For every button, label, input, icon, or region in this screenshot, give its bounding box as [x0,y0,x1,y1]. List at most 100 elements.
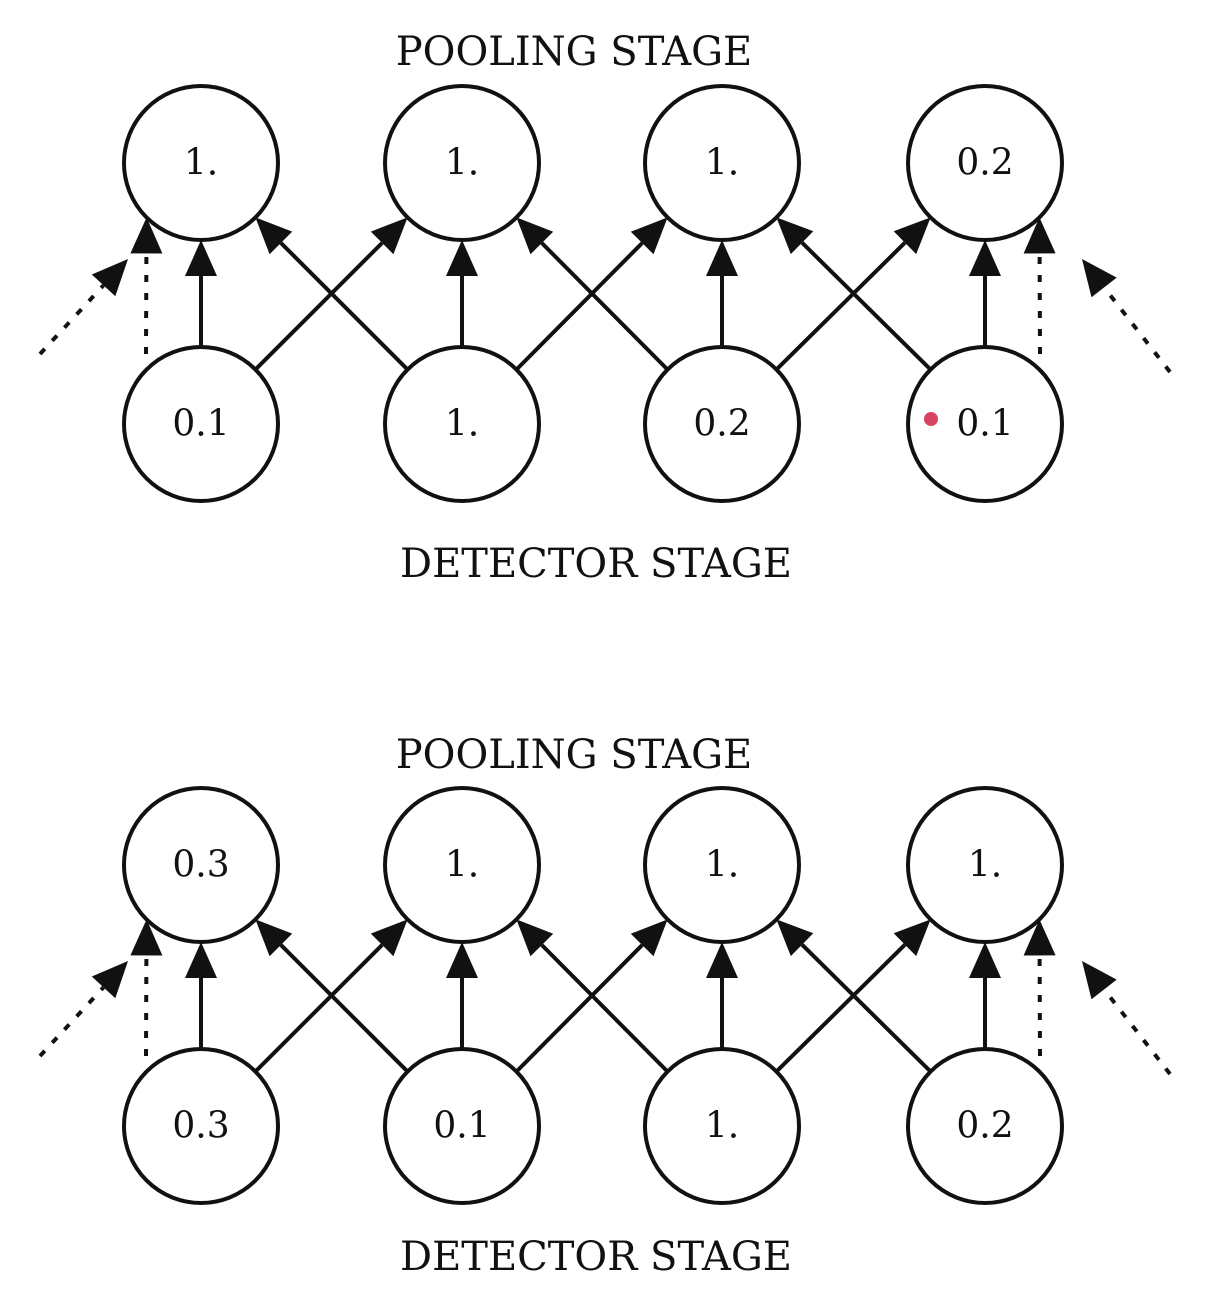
arrow-head [969,240,1001,276]
arrow-head [706,942,738,978]
arrow-head [255,217,293,255]
pooling-unit-2: 1. [383,786,541,944]
detector-stage-label: DETECTOR STAGE [400,541,792,587]
arrow-head [776,919,814,957]
edge-line [774,241,907,372]
detector-unit-4: 0.1 [906,345,1064,503]
edge-line [253,943,384,1074]
edge-line-dashed [1102,286,1172,374]
unit-value: 0.1 [956,404,1013,445]
arrow-head [130,919,163,956]
unit-circle [643,345,801,503]
unit-value: 0.2 [956,143,1013,184]
unit-value: 1. [705,845,739,886]
units-layer: 0.3 1. 1. 1. 0.3 0.1 1. 0.2 [122,786,1064,1205]
unit-circle [122,786,280,944]
arrow-head [185,942,217,978]
unit-value: 1. [184,143,218,184]
arrow-head [446,942,478,978]
unit-value: 0.1 [433,1106,490,1147]
unit-circle [383,84,541,242]
pooling-unit-2: 1. [383,84,541,242]
unit-circle [383,1047,541,1205]
edge-line [253,241,384,372]
edge-line [800,943,933,1074]
units-layer: 1. 1. 1. 0.2 0.1 1. 0.2 0.1 [122,84,1064,503]
edge-line [540,943,670,1074]
detector-unit-3: 0.2 [643,345,801,503]
pooling-unit-1: 0.3 [122,786,280,944]
detector-unit-3: 1. [643,1047,801,1205]
unit-value: 1. [445,845,479,886]
arrow-head [185,240,217,276]
arrow-head [1082,961,1117,1000]
detector-stage-label: DETECTOR STAGE [400,1234,792,1280]
edge-line [279,943,410,1074]
edge-line [514,241,644,372]
arrow-head [630,217,668,255]
edge-line [540,241,670,372]
unit-circle [122,345,280,503]
unit-circle [643,84,801,242]
pooling-stage-label: POOLING STAGE [396,732,752,778]
detector-unit-1: 0.1 [122,345,280,503]
arrow-head [370,919,408,957]
edge-line-dashed [38,986,105,1058]
arrow-head [893,919,931,957]
arrow-head [893,217,931,255]
unit-value: 0.2 [956,1106,1013,1147]
unit-circle [122,84,280,242]
edge-line-dashed [38,284,105,356]
detector-unit-4: 0.2 [906,1047,1064,1205]
pooling-connections [38,919,1172,1076]
pooling-connections [38,217,1172,374]
arrow-head [446,240,478,276]
unit-value: 1. [968,845,1002,886]
detector-unit-2: 1. [383,345,541,503]
arrow-head [1082,259,1117,298]
unit-circle [383,345,541,503]
edge-line [514,943,644,1074]
unit-value: 0.2 [693,404,750,445]
edge-line [800,241,933,372]
arrow-head [91,259,128,297]
arrow-head [776,217,814,255]
unit-circle [906,345,1064,503]
unit-circle [383,786,541,944]
unit-value: 1. [705,143,739,184]
panel-2: POOLING STAGE DETECTOR STAGE 0.3 1. 1. 1… [38,732,1172,1280]
unit-value: 0.3 [172,1106,229,1147]
pooling-unit-3: 1. [643,786,801,944]
edge-line-dashed [1102,988,1172,1076]
pooling-unit-4: 0.2 [906,84,1064,242]
arrow-head [706,240,738,276]
arrow-head [969,942,1001,978]
unit-circle [122,1047,280,1205]
pooling-unit-3: 1. [643,84,801,242]
unit-value: 1. [445,143,479,184]
unit-circle [906,786,1064,944]
arrow-head [91,961,128,999]
arrow-head [370,217,408,255]
unit-value: 0.3 [172,845,229,886]
unit-circle [906,84,1064,242]
arrow-head [1023,919,1056,956]
marker-dot [924,412,938,426]
edge-line [279,241,410,372]
edge-line [774,943,907,1074]
arrow-head [630,919,668,957]
unit-value: 0.1 [172,404,229,445]
arrow-head [516,217,554,255]
arrow-head [130,217,163,254]
pooling-unit-1: 1. [122,84,280,242]
unit-value: 1. [445,404,479,445]
arrow-head [516,919,554,957]
arrow-head [1023,217,1056,254]
unit-circle [643,1047,801,1205]
pooling-stage-label: POOLING STAGE [396,29,752,75]
panel-1: POOLING STAGE DETECTOR STAGE 1. 1. 1. 0.… [38,29,1172,587]
detector-unit-1: 0.3 [122,1047,280,1205]
pooling-unit-4: 1. [906,786,1064,944]
unit-circle [643,786,801,944]
